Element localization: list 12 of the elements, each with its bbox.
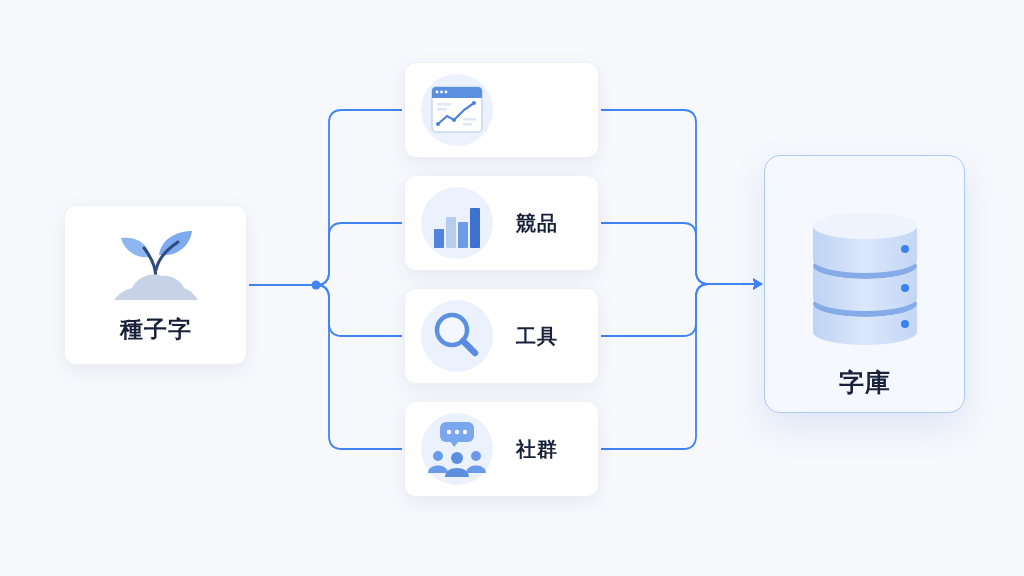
arrow — [600, 278, 763, 450]
storage-panel — [764, 155, 965, 413]
node-label: 種子字 — [119, 316, 192, 344]
source-card — [404, 401, 599, 497]
source-card — [404, 62, 599, 158]
source-card — [404, 288, 599, 384]
seed-card — [64, 205, 247, 365]
node-label: 字庫 — [838, 368, 891, 398]
node-label: 工具 — [516, 324, 558, 348]
source-card — [404, 175, 599, 271]
node-label: 競品 — [516, 211, 558, 235]
node-label: 社群 — [516, 437, 558, 461]
